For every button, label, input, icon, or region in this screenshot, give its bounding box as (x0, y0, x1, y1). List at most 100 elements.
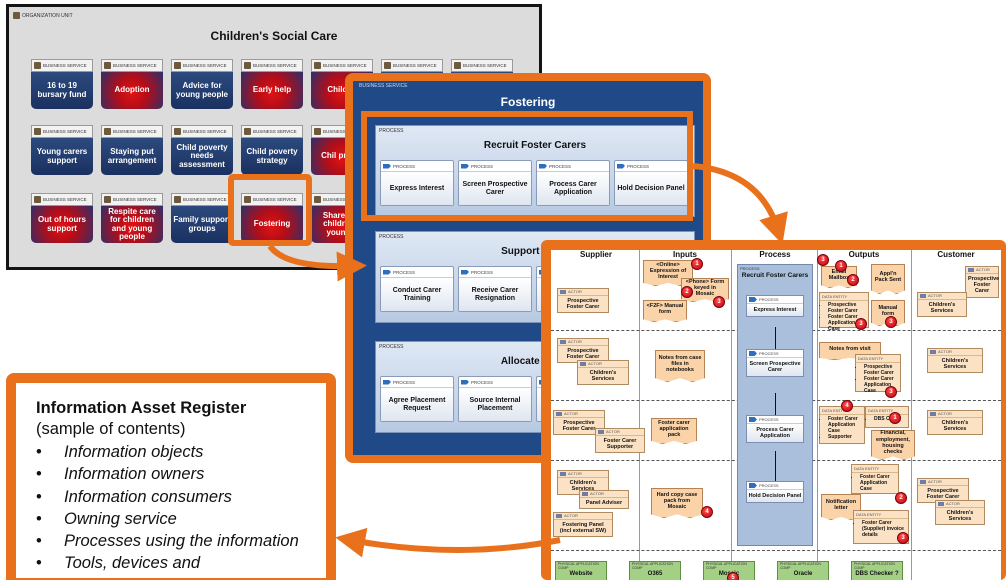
business-service-tag: BUSINESS SERVICE (31, 59, 93, 72)
actor-icon (598, 430, 604, 435)
data-entity[interactable]: DATA ENTITYFoster Carer Application Case… (819, 406, 865, 444)
process-arrow-icon (749, 351, 757, 356)
business-service-icon (244, 196, 251, 203)
column-header-customer: Customer (937, 250, 975, 259)
business-service-tag: BUSINESS SERVICE (241, 59, 303, 72)
actor-icon (920, 294, 926, 299)
flow-arrow (775, 327, 776, 349)
column-header-supplier: Supplier (579, 250, 612, 259)
numbered-badge: 1 (889, 412, 901, 424)
process-arrow-icon (749, 483, 757, 488)
business-service-icon (34, 196, 41, 203)
business-service-label: Out of hours support (31, 206, 93, 243)
business-service-icon (174, 62, 181, 69)
column-divider (639, 250, 640, 580)
data-entity[interactable]: DATA ENTITYFoster Carer Application Case (851, 464, 899, 494)
actor-icon (920, 480, 926, 485)
input-hard-copy-case-pack[interactable]: Hard copy case pack from Mosaic (651, 488, 703, 518)
business-service-icon (384, 62, 391, 69)
business-service-tag: BUSINESS SERVICE (31, 193, 93, 206)
process-tag: PROCESS (379, 128, 404, 134)
panel-title: Children's Social Care (210, 29, 338, 43)
list-item: Information objects (36, 441, 326, 464)
business-service-label: Respite care for children and young peop… (101, 206, 163, 243)
output-notification-letter[interactable]: Notification letter (821, 494, 861, 520)
process-arrow-icon (383, 269, 391, 275)
business-service-tag: BUSINESS SERVICE (101, 59, 163, 72)
data-entity[interactable]: DATA ENTITYDBS Check (865, 406, 909, 428)
numbered-badge: 2 (847, 274, 859, 286)
business-service-tag: BUSINESS SERVICE (241, 125, 303, 138)
business-service-tag: BUSINESS SERVICE (311, 59, 373, 72)
actor-icon (580, 362, 586, 367)
information-asset-register-panel: Information Asset Register (sample of co… (6, 373, 336, 580)
process-detail-panel: Supplier Inputs Process Outputs Customer… (541, 240, 1006, 580)
process-step-hold-decision-panel[interactable]: PROCESS Hold Decision Panel (746, 481, 804, 504)
data-entity[interactable]: DATA ENTITYProspective Foster CarerFoste… (855, 354, 901, 394)
column-divider (911, 250, 912, 580)
process-step-process-carer-application[interactable]: PROCESS Process Carer Application (746, 415, 804, 444)
output-pack-sent[interactable]: Appl'n Pack Sent (871, 264, 905, 294)
process-step-express-interest[interactable]: PROCESS Express Interest (746, 295, 804, 318)
column-header-inputs: Inputs (673, 250, 697, 259)
output-financial-checks[interactable]: Financial, employment, housing checks (871, 430, 915, 460)
organization-unit-tag: ORGANIZATION UNIT (13, 12, 73, 19)
process-tag: PROCESS (740, 266, 760, 271)
process-arrow-icon (383, 379, 391, 385)
numbered-badge: 1 (835, 260, 847, 272)
process-label: Screen Prospective Carer (459, 172, 531, 205)
business-service-icon (34, 62, 41, 69)
data-entity-item: DBS Check (874, 416, 908, 422)
actor-icon (560, 290, 566, 295)
process-step-screen-prospective-carer[interactable]: PROCESS Screen Prospective Carer (746, 349, 804, 378)
numbered-badge: 4 (701, 506, 713, 518)
business-service-icon (314, 196, 321, 203)
business-service-icon (104, 196, 111, 203)
input-manual-form[interactable]: <F2F> Manual form (643, 300, 687, 322)
numbered-badge: 3 (885, 316, 897, 328)
process-label: Conduct Carer Training (381, 278, 453, 311)
data-entity-item: Foster Carer Application Case (828, 314, 868, 332)
input-application-pack[interactable]: Foster carer application pack (651, 418, 697, 444)
input-case-notes[interactable]: Notes from case files in notebooks (655, 350, 705, 382)
process-group-title: Allocate Foste (500, 356, 570, 367)
business-service-tag: BUSINESS SERVICE (31, 125, 93, 138)
